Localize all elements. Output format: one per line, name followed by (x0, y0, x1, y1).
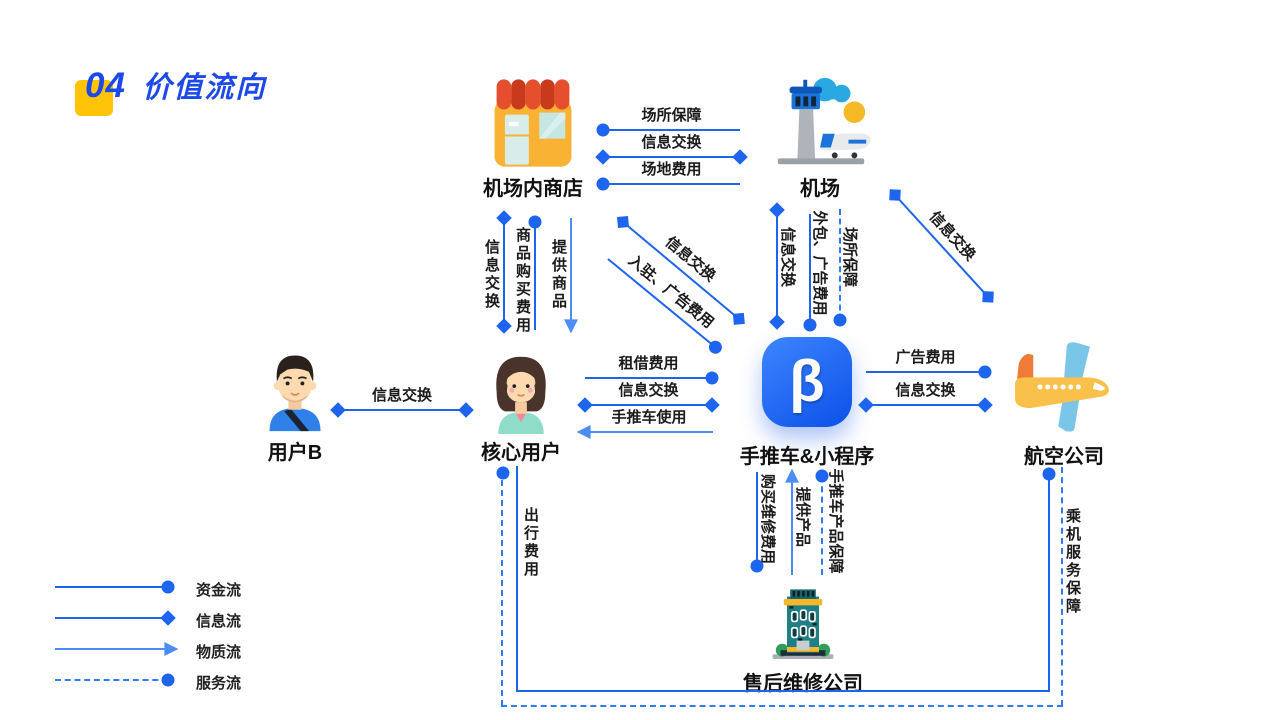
entity-miniapp: β 手推车&小程序 (740, 337, 874, 468)
travel-fee-path-bottom (516, 690, 1050, 692)
connector-label-info-exchange-airport-app: 信息交换 (779, 226, 796, 287)
connector-label: 租借费用 (618, 355, 679, 372)
entity-label-repair: 售后维修公司 (743, 673, 863, 695)
connector-label-repair-purchase-fee: 购买维修费用 (759, 473, 776, 564)
connector-label: 信息交换 (618, 382, 679, 399)
entity-shop: 机场内商店 (481, 73, 585, 200)
connector-label: 信息交换 (895, 382, 956, 399)
app-logo-letter: β (789, 349, 825, 414)
entity-label-shop: 机场内商店 (483, 178, 583, 200)
airplane-icon (1008, 338, 1120, 439)
entity-user-b: 用户B (258, 348, 332, 464)
connector-label: 手推车使用 (611, 409, 687, 426)
entity-airport: 机场 (766, 72, 874, 200)
storefront-icon (481, 73, 585, 178)
connector-label-provide-product: 提供产品 (794, 486, 811, 547)
legend-label-service: 服务流 (196, 675, 242, 692)
entity-label-airline: 航空公司 (1024, 446, 1104, 468)
entity-airline: 航空公司 (1008, 338, 1120, 468)
male-user-icon (258, 348, 332, 437)
legend-label-info: 信息流 (196, 613, 242, 630)
building-icon (763, 583, 843, 672)
entity-repair: 售后维修公司 (743, 583, 863, 695)
flight-service-path-left (501, 480, 503, 706)
app-logo-icon: β (762, 337, 852, 427)
connector-label-flight-service-support: 乘机服务保障 (1064, 508, 1081, 616)
female-user-icon (482, 350, 560, 439)
connector-label: 广告费用 (895, 349, 956, 366)
flight-service-path-right (1061, 467, 1063, 706)
entity-label-core-user: 核心用户 (481, 442, 561, 464)
connector-info-exchange-airport-airline: 信息交换 (889, 189, 994, 303)
legend-label-funds: 资金流 (196, 582, 242, 599)
connector-label-info-exchange-shop-user: 信息交换 (483, 239, 500, 311)
flight-service-endpoint-dot (496, 466, 510, 480)
title-text: 价值流向 (142, 72, 267, 104)
flight-service-path-bottom (501, 705, 1063, 707)
connector-label: 场地费用 (641, 161, 702, 178)
connector-label-provide-goods: 提供商品 (550, 239, 567, 311)
travel-fee-endpoint-dot (1042, 467, 1056, 481)
connector-label-cart-product-support: 手推车产品保障 (827, 468, 844, 574)
connector-label: 场所保障 (641, 107, 702, 124)
connector-label-outsource-ad-fee: 外包、广告费用 (811, 210, 828, 316)
travel-fee-path-right (1048, 473, 1050, 692)
connector-label: 信息交换 (371, 387, 433, 404)
legend-label-material: 物质流 (196, 644, 242, 661)
title-number: 04 (85, 66, 126, 105)
travel-fee-path-left (516, 466, 518, 692)
entity-label-miniapp: 手推车&小程序 (739, 446, 875, 468)
connector-label-travel-fee: 出行费用 (522, 507, 539, 579)
entity-label-user-b: 用户B (267, 442, 323, 464)
page-title: 04 价值流向 (75, 64, 266, 116)
entity-core-user: 核心用户 (481, 350, 561, 464)
title-accent-square (75, 80, 113, 116)
connector-label-venue-support-airport-app: 场所保障 (841, 226, 858, 287)
connector-label: 信息交换 (641, 134, 702, 151)
entity-label-airport: 机场 (800, 178, 840, 200)
control-tower-icon (766, 72, 874, 177)
connector-label-goods-purchase-fee: 商品购买费用 (514, 227, 531, 335)
